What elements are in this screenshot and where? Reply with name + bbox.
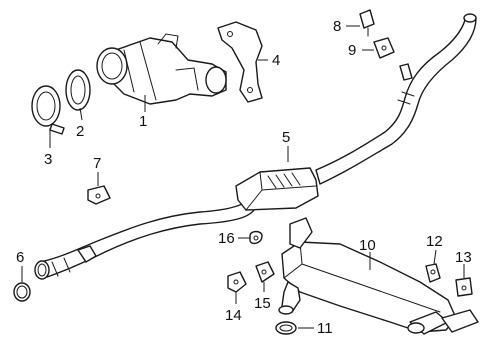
catalytic-converter bbox=[96, 33, 227, 105]
callout-13: 13 bbox=[455, 249, 472, 266]
rear-muffler bbox=[278, 217, 479, 335]
clamp-front bbox=[13, 282, 31, 302]
bracket-14 bbox=[227, 271, 247, 293]
callout-14: 14 bbox=[225, 307, 242, 324]
center-resonator bbox=[235, 167, 319, 211]
callout-15: 15 bbox=[254, 295, 271, 312]
callout-5: 5 bbox=[282, 129, 290, 146]
hanger-12 bbox=[425, 263, 441, 283]
mid-pipe-section bbox=[315, 13, 477, 185]
isolator-9 bbox=[373, 37, 395, 59]
callout-9: 9 bbox=[348, 42, 356, 59]
clamp-11 bbox=[275, 321, 297, 335]
leader-lines bbox=[21, 25, 465, 329]
callout-16: 16 bbox=[218, 230, 235, 247]
callout-6: 6 bbox=[16, 249, 24, 266]
callout-11: 11 bbox=[317, 320, 333, 337]
callout-8: 8 bbox=[333, 18, 341, 35]
callout-4: 4 bbox=[272, 52, 280, 69]
callout-labels: 1 2 3 4 5 6 7 8 9 10 11 12 13 14 15 16 bbox=[16, 18, 472, 337]
bracket-15 bbox=[255, 261, 275, 283]
callout-10: 10 bbox=[359, 237, 376, 254]
callout-3: 3 bbox=[44, 151, 52, 168]
rubber-isolator bbox=[87, 185, 111, 205]
callout-7: 7 bbox=[93, 155, 101, 172]
isolator-16 bbox=[249, 230, 263, 245]
callout-2: 2 bbox=[76, 123, 84, 140]
callout-1: 1 bbox=[139, 113, 147, 130]
callout-12: 12 bbox=[426, 233, 443, 250]
isolator-13 bbox=[455, 277, 473, 297]
clamp-ring bbox=[31, 85, 65, 135]
gasket-ring bbox=[65, 69, 91, 111]
heat-shield-bracket bbox=[217, 21, 263, 103]
hanger-bracket-8 bbox=[359, 9, 375, 37]
